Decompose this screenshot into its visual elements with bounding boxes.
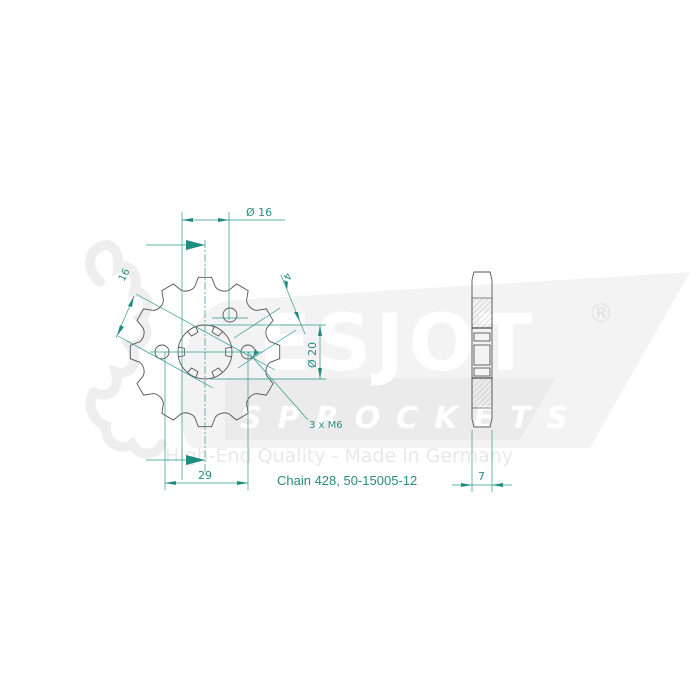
dim-bolt-holes: 3 x M6 [309,420,343,431]
bolt-hole-top [222,307,238,323]
dim-thickness: 7 [478,470,485,483]
dim-hole-spacing: 29 [198,469,212,482]
watermark-tagline: High-End Quality - Made in Germany [165,445,513,467]
dim-tooth-offset: 4 [280,271,293,282]
dim-spline-width: 16 [117,267,133,283]
dim-bolt-circle: Ø 20 [306,342,319,368]
watermark-registered: ® [588,299,614,329]
sprocket-outline [129,276,281,428]
watermark-brand: ESJOT [258,299,536,389]
watermark-gear-icon [85,240,167,459]
dimension-lines [115,212,512,492]
sprocket-side-view [471,271,493,428]
drawing-caption: Chain 428, 50-15005-12 [277,473,417,488]
dim-shaft-diameter: Ø 16 [246,206,272,219]
watermark-subtitle: SPROCKETS [240,401,584,436]
